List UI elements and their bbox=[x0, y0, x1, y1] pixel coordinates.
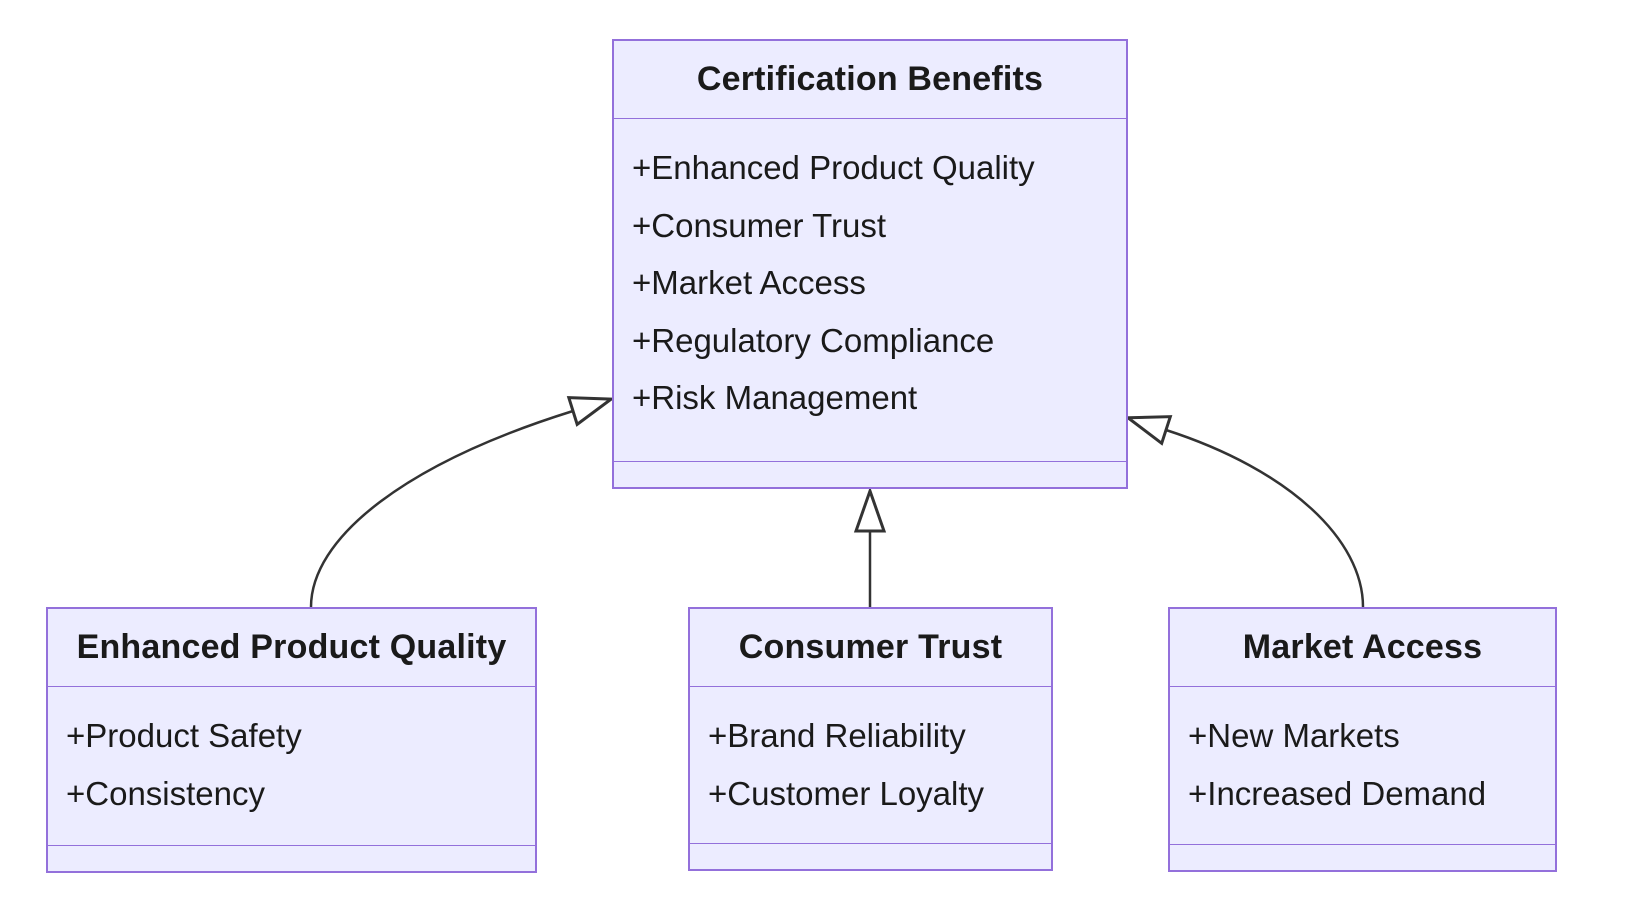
inheritance-arrow-market-access bbox=[1166, 430, 1365, 608]
class-attributes-compartment: +Product Safety +Consistency bbox=[48, 687, 535, 845]
class-attributes-compartment: +Enhanced Product Quality +Consumer Trus… bbox=[614, 119, 1126, 461]
class-attribute: +Risk Management bbox=[632, 379, 918, 416]
class-node-market-access: Market Access +New Markets +Increased De… bbox=[1168, 607, 1557, 872]
class-attribute: +New Markets bbox=[1188, 717, 1400, 754]
class-attribute: +Increased Demand bbox=[1188, 774, 1487, 812]
class-attribute: +Consumer Trust bbox=[632, 206, 887, 244]
inheritance-arrow-enhanced-product-quality bbox=[309, 411, 573, 608]
class-attributes-compartment: +Brand Reliability +Customer Loyalty bbox=[690, 687, 1051, 843]
class-attribute: +Product Safety bbox=[66, 717, 302, 754]
class-node-certification-benefits: Certification Benefits +Enhanced Product… bbox=[612, 39, 1128, 489]
class-methods-compartment-empty bbox=[48, 845, 535, 871]
class-title-consumer-trust: Consumer Trust bbox=[690, 609, 1051, 687]
class-attributes-compartment: +New Markets +Increased Demand bbox=[1170, 687, 1555, 844]
class-methods-compartment-empty bbox=[690, 843, 1051, 869]
class-methods-compartment-empty bbox=[614, 461, 1126, 487]
class-node-enhanced-product-quality: Enhanced Product Quality +Product Safety… bbox=[46, 607, 537, 873]
class-attribute: +Regulatory Compliance bbox=[632, 321, 995, 359]
class-attribute: +Enhanced Product Quality bbox=[632, 149, 1035, 186]
class-attribute: +Consistency bbox=[66, 774, 266, 812]
class-attribute: +Customer Loyalty bbox=[708, 774, 985, 812]
class-methods-compartment-empty bbox=[1170, 844, 1555, 870]
class-attribute: +Brand Reliability bbox=[708, 717, 966, 754]
class-title-market-access: Market Access bbox=[1170, 609, 1555, 687]
class-attribute: +Market Access bbox=[632, 264, 866, 301]
class-title-certification-benefits: Certification Benefits bbox=[614, 41, 1126, 119]
class-title-enhanced-product-quality: Enhanced Product Quality bbox=[48, 609, 535, 687]
class-node-consumer-trust: Consumer Trust +Brand Reliability +Custo… bbox=[688, 607, 1053, 871]
